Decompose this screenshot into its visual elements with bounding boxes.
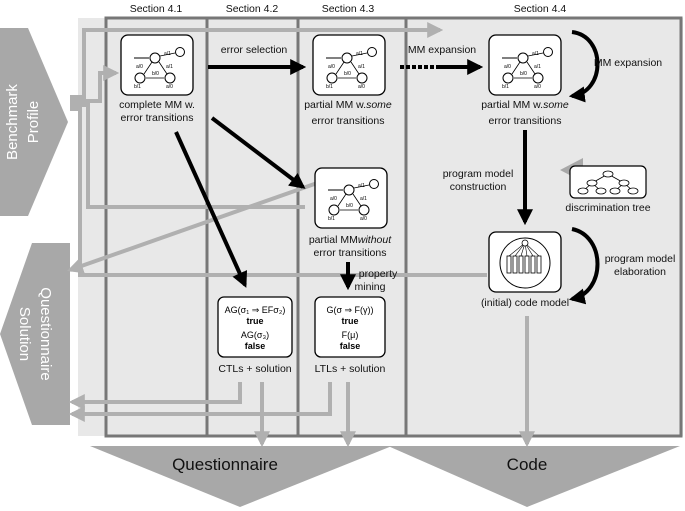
- solution-feedback-arrows: [68, 316, 535, 448]
- partial-mm-some-label-1a: partial MM w.: [304, 99, 366, 111]
- ltl-formula-2: F(μ): [342, 330, 359, 340]
- mm-expansion-loop-arrow: [568, 30, 600, 103]
- code-output-arrow: [388, 446, 680, 507]
- partial-mm-some-4-4-node: [488, 34, 562, 96]
- benchmark-label-2: Profile: [25, 101, 42, 144]
- code-output-label: Code: [507, 455, 548, 474]
- benchmark-label-1: Benchmark: [4, 84, 21, 160]
- complete-mm-label-2: error transitions: [121, 112, 194, 124]
- program-model-construction-label-2: construction: [450, 181, 507, 193]
- partial-mm-without-label-2: error transitions: [314, 247, 387, 259]
- partial-mm-some-node: [312, 34, 386, 96]
- property-mining-label-2: mining: [355, 281, 386, 293]
- partial-mm-some-4-4-label-1a: partial MM w.: [481, 99, 543, 111]
- partial-mm-some-4-4-label-1: partial MM w.some: [481, 99, 569, 111]
- program-model-construction-label-1: program model: [443, 168, 514, 180]
- ctl-formula-2-result: false: [245, 341, 266, 351]
- program-model-elaboration-label-1: program model: [605, 253, 676, 265]
- section-4-1-header: Section 4.1: [130, 3, 183, 15]
- mm-expansion-label: MM expansion: [408, 44, 476, 56]
- mm-expansion-loop-label: MM expansion: [594, 57, 662, 69]
- partial-mm-to-solution-arrow: [66, 173, 341, 274]
- questionnaire-output-label: Questionnaire: [172, 455, 278, 474]
- partial-mm-some-4-4-label-1b: some: [543, 99, 569, 111]
- questionnaire-solution-label-1: Questionnaire: [37, 287, 54, 380]
- benchmark-profile-arrow: [0, 28, 68, 216]
- benchmark-feed-arrows: [70, 22, 487, 277]
- ltl-formula-2-result: false: [340, 341, 361, 351]
- discrimination-tree-label: discrimination tree: [565, 202, 650, 214]
- code-model-glyph: [499, 237, 551, 289]
- code-model-label: (initial) code model: [481, 297, 569, 309]
- questionnaire-output-arrow: [90, 446, 392, 507]
- partial-mm-some-label-1b: some: [366, 99, 392, 111]
- section-4-2-header: Section 4.2: [226, 3, 279, 15]
- error-selection-label: error selection: [221, 44, 288, 56]
- partial-mm-without-label-1b: without: [358, 234, 392, 246]
- section-4-4-header: Section 4.4: [514, 3, 567, 15]
- partial-mm-without-node: [314, 167, 388, 229]
- complete-mm-to-partial-arrow: [210, 116, 306, 189]
- ctl-formula-2: AG(σ₃): [241, 330, 269, 340]
- section-4-3-header: Section 4.3: [322, 3, 375, 15]
- partial-mm-some-label-2: error transitions: [312, 115, 385, 127]
- complete-mm-node: [120, 34, 194, 96]
- ltl-formula-1: G(σ ⇒ F(γ)): [326, 305, 373, 315]
- property-mining-label-1: property: [359, 268, 398, 280]
- partial-mm-some-4-4-label-2: error transitions: [489, 115, 562, 127]
- ltls-node: [314, 296, 386, 358]
- complete-mm-label-1: complete MM w.: [119, 99, 195, 111]
- program-model-elaboration-label-2: elaboration: [614, 266, 666, 278]
- partial-mm-without-label-1a: partial MM: [309, 234, 358, 246]
- questionnaire-solution-label-2: Solution: [16, 307, 33, 361]
- ctls-label: CTLs + solution: [218, 363, 291, 375]
- complete-mm-to-ctls-arrow: [174, 131, 248, 288]
- ctls-node: [217, 296, 293, 358]
- tree-glyph: [577, 170, 639, 195]
- partial-mm-some-label-1: partial MM w.some: [304, 99, 392, 111]
- questionnaire-solution-arrow: [0, 243, 70, 425]
- ltl-formula-1-result: true: [341, 316, 358, 326]
- ctl-formula-1-result: true: [246, 316, 263, 326]
- section-4-4-box: [404, 16, 683, 438]
- partial-mm-without-label-1: partial MMwithout: [309, 234, 392, 246]
- ctl-formula-1: AG(σ₁ ⇒ EFσ₂): [225, 305, 286, 315]
- program-model-elaboration-loop-arrow: [568, 227, 600, 305]
- discrimination-tree-node: [569, 165, 647, 199]
- ltls-label: LTLs + solution: [315, 363, 386, 375]
